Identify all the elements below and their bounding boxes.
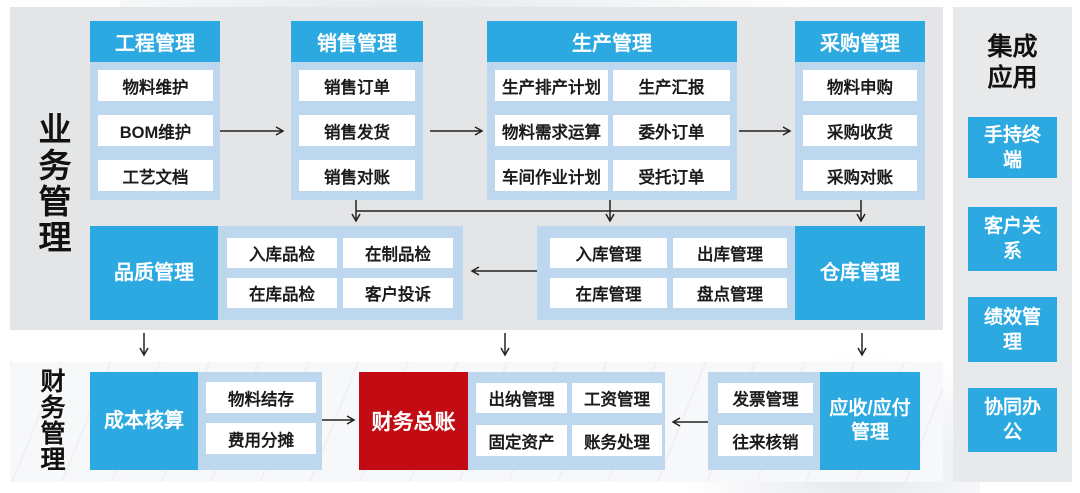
module-box-invoice-management: 发票管理 [718,383,813,413]
module-box-stock-inspection: 在库品检 [227,278,337,308]
finance-management-label: 财务管理 [37,368,65,472]
production-header: 生产管理 [487,21,737,62]
module-box-fixed-assets: 固定资产 [476,425,567,456]
module-box-transaction-writeoff: 往来核销 [718,425,813,456]
sales-header: 销售管理 [291,21,423,62]
app-box-handheld-terminal: 手持终端 [968,117,1057,178]
module-box-purchase-request: 物料申购 [803,70,917,101]
module-box-customer-complaint: 客户投诉 [343,278,453,308]
app-box-collaborative-office: 协同办公 [968,388,1057,452]
module-box-bom-maintenance: BOM维护 [98,115,213,146]
module-box-consignment-order: 受托订单 [613,160,730,191]
module-box-purchase-receipt: 采购收货 [803,115,917,146]
integration-title: 集成应用 [953,32,1072,94]
module-box-process-document: 工艺文档 [98,160,213,191]
general-ledger-box: 财务总账 [359,372,468,470]
module-box-inbound-management: 入库管理 [550,238,667,268]
module-box-material-balance: 物料结存 [206,382,316,413]
module-box-expense-allocation: 费用分摊 [206,423,316,454]
module-box-outsourcing-order: 委外订单 [613,115,730,146]
module-box-production-report: 生产汇报 [613,70,730,101]
module-box-cashier-management: 出纳管理 [476,383,567,413]
module-box-account-processing: 账务处理 [572,425,662,456]
module-box-purchase-reconciliation: 采购对账 [803,160,917,191]
module-box-incoming-inspection: 入库品检 [227,238,337,268]
module-box-payroll-management: 工资管理 [572,383,662,413]
module-box-mrp: 物料需求运算 [495,115,608,146]
module-box-inprocess-inspection: 在制品检 [343,238,453,268]
module-box-stocktaking: 盘点管理 [673,278,787,308]
receivable-payable-box: 应收/应付管理 [820,372,920,470]
business-management-label: 业务管理 [34,112,71,256]
app-box-performance-management: 绩效管理 [968,297,1057,362]
module-box-stock-management: 在库管理 [550,278,667,308]
module-box-outbound-management: 出库管理 [673,238,787,268]
quality-management-box: 品质管理 [90,226,218,320]
integration-title-text: 集成应用 [987,33,1038,92]
module-box-workshop-plan: 车间作业计划 [495,160,608,191]
cost-accounting-box: 成本核算 [90,372,198,470]
module-box-sales-reconciliation: 销售对账 [299,160,415,191]
module-box-material-maintenance: 物料维护 [98,70,213,101]
procurement-header: 采购管理 [795,21,925,62]
app-box-customer-relationship: 客户关系 [968,207,1057,271]
engineering-header: 工程管理 [90,21,220,62]
module-box-sales-delivery: 销售发货 [299,115,415,146]
module-box-sales-order: 销售订单 [299,70,415,101]
warehouse-management-box: 仓库管理 [795,226,925,320]
module-box-production-scheduling: 生产排产计划 [495,70,608,101]
